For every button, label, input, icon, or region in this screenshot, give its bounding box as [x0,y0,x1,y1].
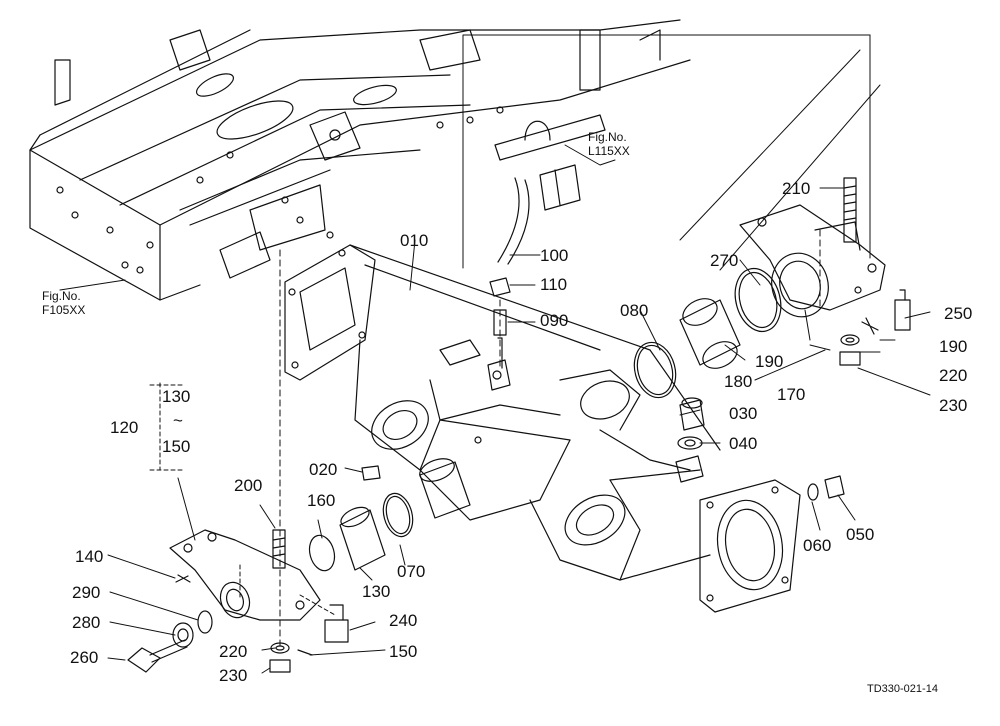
label-080: 080 [620,301,649,320]
label-120: 120 [110,418,139,437]
pipe-bracket-drawing [495,115,605,210]
axle-housing-drawing [285,245,800,612]
left-bracket-drawing [128,530,348,672]
label-230-right: 230 [939,396,968,415]
pivot-parts-drawing [306,454,470,573]
fig-ref-l115: Fig.No. L115XX [588,130,630,159]
label-270: 270 [710,251,739,270]
fig-ref-l115-line2: L115XX [588,143,630,158]
label-250: 250 [944,304,973,323]
label-040: 040 [729,434,758,453]
label-130: 130 [362,582,391,601]
label-060: 060 [803,536,832,555]
label-010: 010 [400,231,429,250]
fig-ref-f105-line1: Fig.No. [42,289,81,303]
label-220-left: 220 [219,642,248,661]
label-100: 100 [540,246,569,265]
leader-lines [60,35,930,673]
label-140: 140 [75,547,104,566]
label-range-tilde: ~ [173,411,183,430]
label-190-bracket: 190 [755,352,784,371]
plugs-drawing [678,398,844,500]
label-210: 210 [782,179,811,198]
right-bracket-drawing [628,178,910,402]
label-110: 110 [540,275,568,294]
label-240: 240 [389,611,418,630]
label-150: 150 [389,642,418,661]
label-030: 030 [729,404,758,423]
hose-drawing [490,178,529,368]
label-170: 170 [777,385,806,404]
label-150-range: 150 [162,437,191,456]
fig-ref-f105-line2: F105XX [42,302,86,317]
document-id: TD330-021-14 [867,683,938,695]
label-050: 050 [846,525,875,544]
label-070: 070 [397,562,426,581]
label-090: 090 [540,311,569,330]
label-020: 020 [309,460,338,479]
label-160: 160 [307,491,336,510]
fig-ref-l115-line1: Fig.No. [588,130,627,144]
label-190-fitting: 190 [939,337,968,356]
label-130-range: 130 [162,387,191,406]
fig-ref-f105: Fig.No. F105XX [42,289,86,318]
label-180: 180 [724,372,753,391]
label-230-left: 230 [219,666,248,685]
label-260: 260 [70,648,99,667]
label-290: 290 [72,583,101,602]
frame-drawing [30,20,690,300]
label-280: 280 [72,613,101,632]
label-220-right: 220 [939,366,968,385]
label-200: 200 [234,476,263,495]
